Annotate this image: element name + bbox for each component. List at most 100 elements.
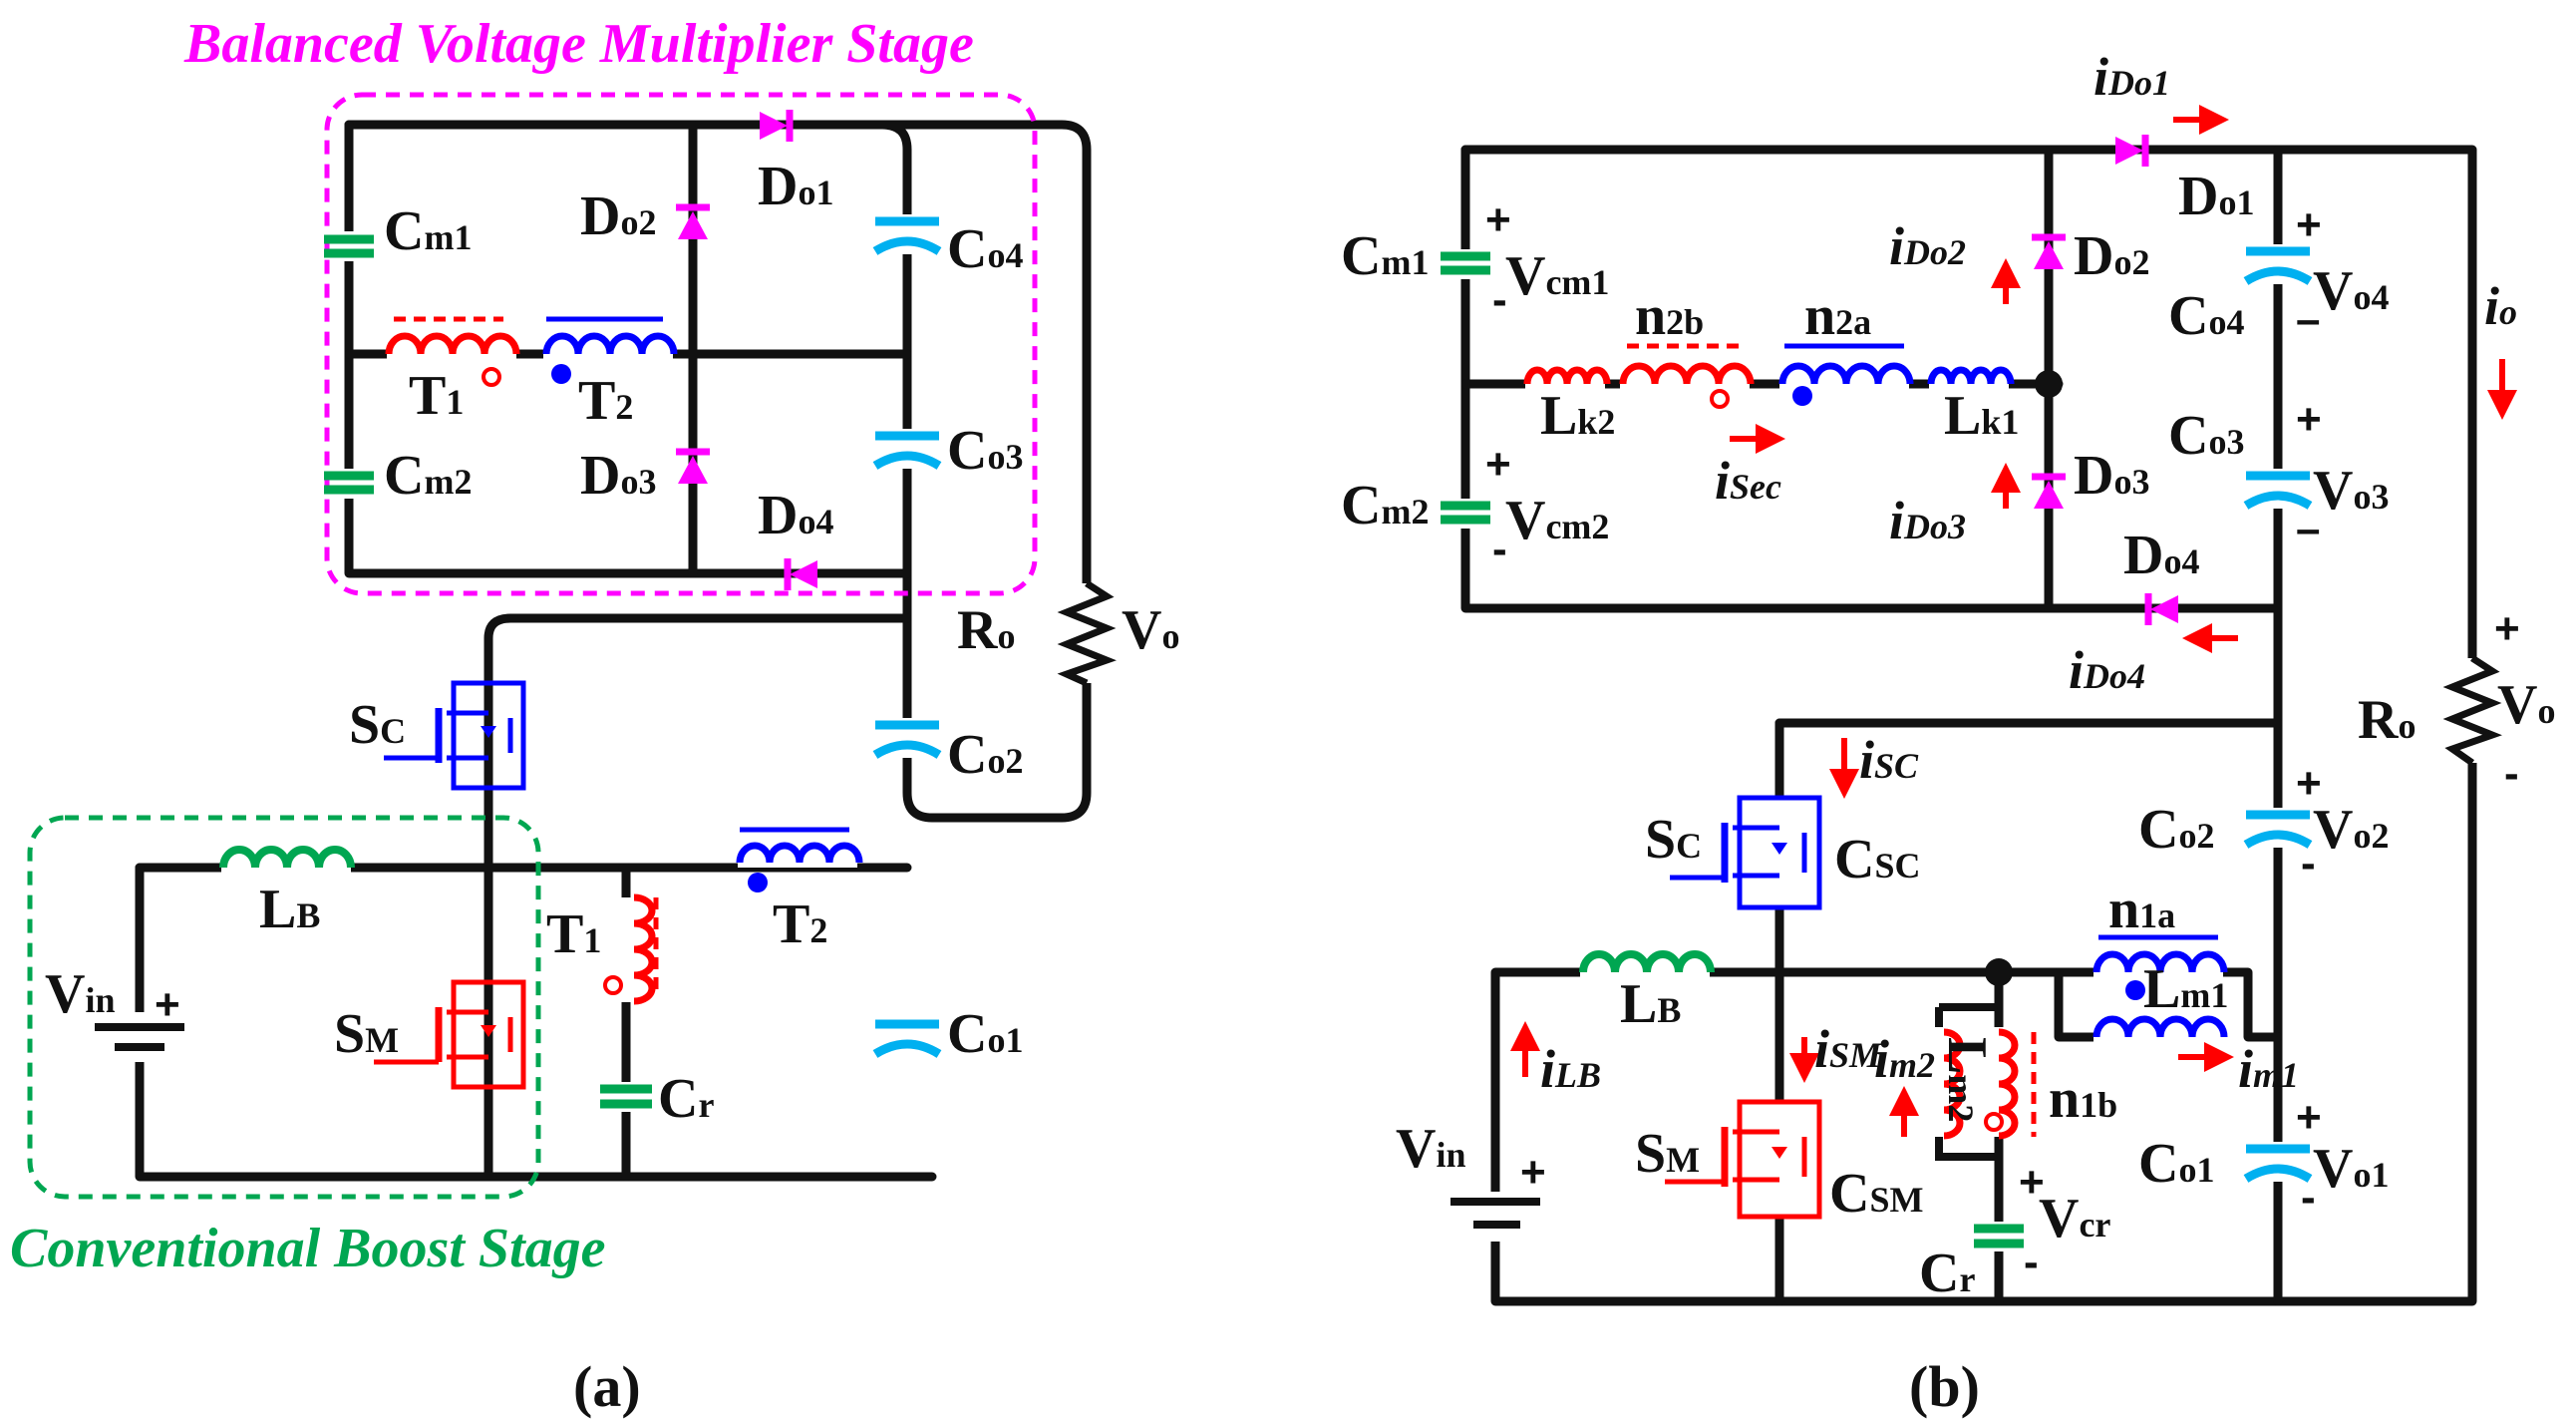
label-do2: Do2 xyxy=(580,185,656,247)
label-ido3: iDo3 xyxy=(1889,491,1966,550)
vo3-plus-sign: + xyxy=(2296,395,2322,444)
label-isc: iSC xyxy=(1859,730,1919,790)
t2-primary-winding xyxy=(736,827,863,892)
co1-capacitor xyxy=(872,1017,942,1058)
t1-secondary-winding xyxy=(385,316,520,387)
label-lm2: Lm2 xyxy=(1936,1037,1998,1122)
label-ido2: iDo2 xyxy=(1889,216,1966,276)
n2a-winding xyxy=(1778,343,1914,406)
label-do4: Do4 xyxy=(758,485,833,546)
vo3-minus-sign: – xyxy=(2296,505,2320,553)
vo-plus-sign: + xyxy=(2494,604,2520,653)
junction-dot xyxy=(2035,370,2063,398)
do1-diode xyxy=(760,110,794,142)
label-vcm2: Vcm2 xyxy=(1505,490,1609,551)
do1-diode xyxy=(2115,135,2149,167)
label-do1: Do1 xyxy=(758,156,833,217)
label-ido4: iDo4 xyxy=(2069,640,2145,700)
label-do3: Do3 xyxy=(2074,445,2149,507)
label-vin: Vin xyxy=(1396,1118,1465,1180)
vcm1-minus-sign: - xyxy=(1492,275,1507,324)
cm1-capacitor xyxy=(324,231,374,261)
label-do1: Do1 xyxy=(2178,166,2254,227)
label-vin: Vin xyxy=(45,963,115,1025)
vo4-minus-sign: – xyxy=(2296,295,2320,344)
t1-primary-winding xyxy=(603,893,659,1005)
cr-capacitor xyxy=(1974,1222,2024,1251)
label-vo: Vo xyxy=(2497,674,2555,736)
label-vo3: Vo3 xyxy=(2313,460,2389,522)
label-cm2: Cm2 xyxy=(384,445,472,507)
label-vcm1: Vcm1 xyxy=(1505,245,1609,307)
co2-capacitor xyxy=(872,718,942,759)
do2-diode xyxy=(2032,233,2066,269)
do4-diode xyxy=(784,558,817,590)
vcm2-plus-sign: + xyxy=(1485,440,1511,489)
vin-source xyxy=(95,1012,184,1062)
ro-resistor xyxy=(1057,580,1117,687)
label-vo4: Vo4 xyxy=(2313,260,2389,322)
label-cm2: Cm2 xyxy=(1341,475,1429,536)
junction-dot xyxy=(1985,958,2013,986)
co3-capacitor xyxy=(2243,469,2313,510)
ro-resistor xyxy=(2442,655,2502,766)
label-ro: Ro xyxy=(957,599,1015,661)
lb-inductor xyxy=(219,833,355,873)
do2-diode xyxy=(676,203,710,239)
label-cr: Cr xyxy=(1919,1243,1975,1304)
label-lb: LB xyxy=(259,879,320,940)
lm2-inductor xyxy=(1929,1003,1999,1161)
lk1-inductor xyxy=(1927,354,2015,389)
label-io: io xyxy=(2484,276,2517,336)
caption-b: (b) xyxy=(1909,1354,1980,1419)
label-t2-top: T2 xyxy=(578,370,633,432)
cm1-capacitor xyxy=(1441,249,1490,279)
co3-capacitor xyxy=(872,429,942,470)
label-n1a: n1a xyxy=(2108,879,2175,940)
label-lk1: Lk1 xyxy=(1944,385,2019,447)
co2-capacitor xyxy=(2243,808,2313,849)
label-csc: CSC xyxy=(1834,829,1920,891)
label-sc: SC xyxy=(349,694,406,756)
label-ilb: iLB xyxy=(1540,1039,1601,1099)
sm-switch xyxy=(1665,1099,1822,1220)
lk2-inductor xyxy=(1523,354,1611,389)
boost-stage-box xyxy=(27,815,541,1200)
label-lb: LB xyxy=(1620,973,1681,1035)
label-sc: SC xyxy=(1645,809,1702,871)
label-co2: Co2 xyxy=(947,724,1023,786)
vcm2-minus-sign: - xyxy=(1492,525,1507,573)
label-co4: Co4 xyxy=(2168,285,2244,347)
lm1-inductor xyxy=(2093,1015,2228,1057)
cm2-capacitor xyxy=(1441,499,1490,529)
do3-diode xyxy=(676,448,710,484)
label-do3: Do3 xyxy=(580,445,656,507)
label-lm1: Lm1 xyxy=(2143,958,2228,1020)
label-do4: Do4 xyxy=(2123,525,2199,586)
label-t2-bottom: T2 xyxy=(773,893,827,955)
label-n2b: n2b xyxy=(1635,285,1704,347)
label-vcr: Vcr xyxy=(2039,1188,2110,1249)
multiplier-stage-label: Balanced Voltage Multiplier Stage xyxy=(183,13,974,75)
vo1-plus-sign: + xyxy=(2296,1093,2322,1142)
label-co1: Co1 xyxy=(947,1003,1023,1065)
vcr-plus-sign: + xyxy=(2019,1158,2045,1207)
label-lk2: Lk2 xyxy=(1540,385,1615,447)
n2b-winding xyxy=(1619,343,1755,409)
label-im2: im2 xyxy=(1874,1029,1935,1089)
label-vo1: Vo1 xyxy=(2313,1138,2389,1200)
do4-diode xyxy=(2144,593,2178,625)
label-co2: Co2 xyxy=(2138,799,2214,861)
label-co1: Co1 xyxy=(2138,1133,2214,1195)
n1a-winding xyxy=(2093,934,2228,1000)
vo2-plus-sign: + xyxy=(2296,759,2322,808)
vin-plus-sign: + xyxy=(155,980,180,1029)
label-sm: SM xyxy=(1635,1123,1700,1185)
lb-inductor xyxy=(1579,937,1715,977)
t2-secondary-winding xyxy=(542,316,678,384)
boost-stage-label: Conventional Boost Stage xyxy=(10,1218,605,1279)
label-cm1: Cm1 xyxy=(1341,225,1429,287)
vcr-minus-sign: - xyxy=(2024,1238,2039,1286)
co4-capacitor xyxy=(2243,244,2313,285)
do3-diode xyxy=(2032,473,2066,509)
